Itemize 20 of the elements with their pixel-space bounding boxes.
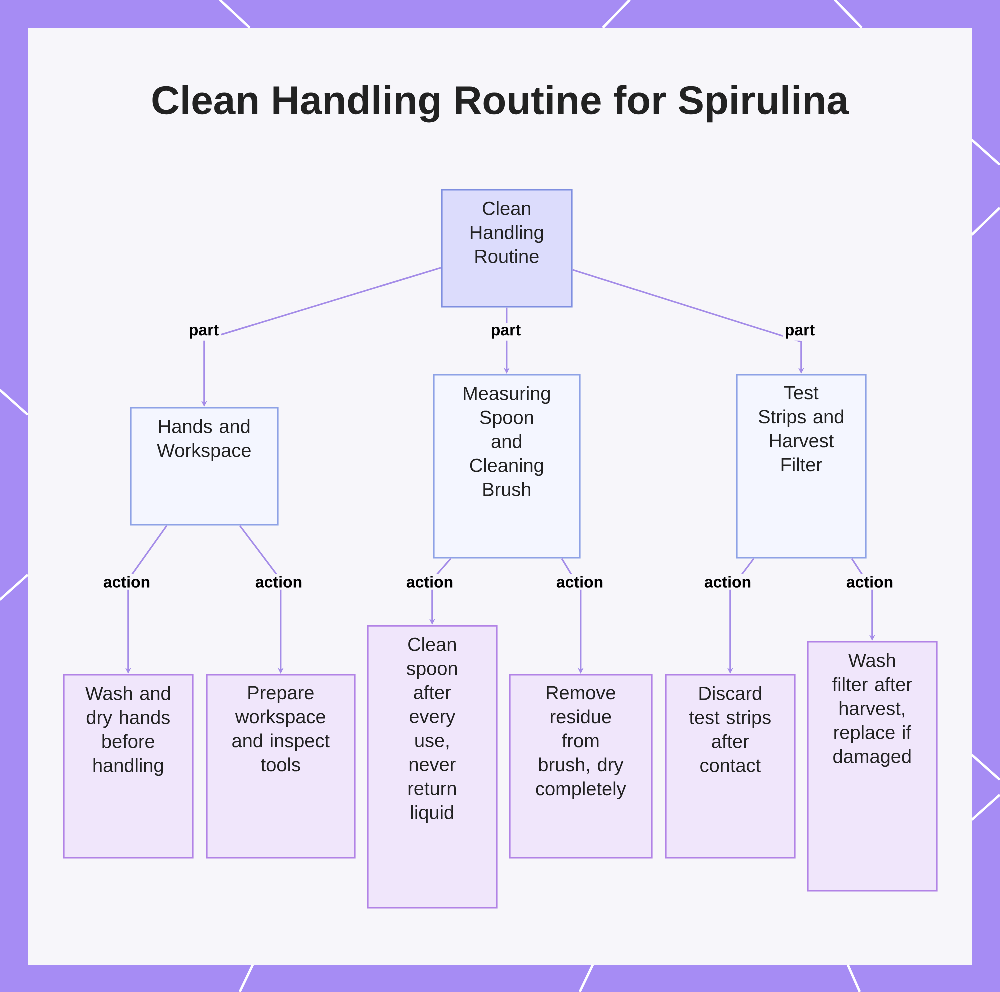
edge-label: action: [404, 574, 456, 590]
edge-label: part: [782, 323, 818, 341]
edge-label: action: [253, 574, 305, 590]
edge-label: action: [554, 574, 606, 590]
process-box: Prepare workspace and inspect tools: [206, 674, 356, 859]
edge-label: action: [101, 574, 153, 590]
process-box: Measuring Spoon and Cleaning Brush: [433, 374, 581, 559]
process-box: Discard test strips after contact: [665, 674, 796, 859]
edge-label: part: [186, 323, 222, 341]
title: Clean Handling Routine for Spirulina: [152, 85, 850, 123]
process-box: Test Strips and Harvest Filter: [736, 374, 867, 559]
process-box: Wash and dry hands before handling: [63, 674, 194, 859]
edge-label: action: [844, 574, 896, 590]
edge-label: action: [702, 574, 754, 590]
process-box: Wash filter after harvest, replace if damaged: [807, 641, 938, 892]
process-box: Hands and Workspace: [130, 407, 279, 526]
process-box: Clean Handling Routine: [441, 189, 573, 308]
process-box: Remove residue from brush, dry completely: [509, 674, 653, 859]
process-box: Clean spoon after every use, never return liquid: [367, 625, 498, 909]
edge-label: part: [488, 323, 524, 341]
